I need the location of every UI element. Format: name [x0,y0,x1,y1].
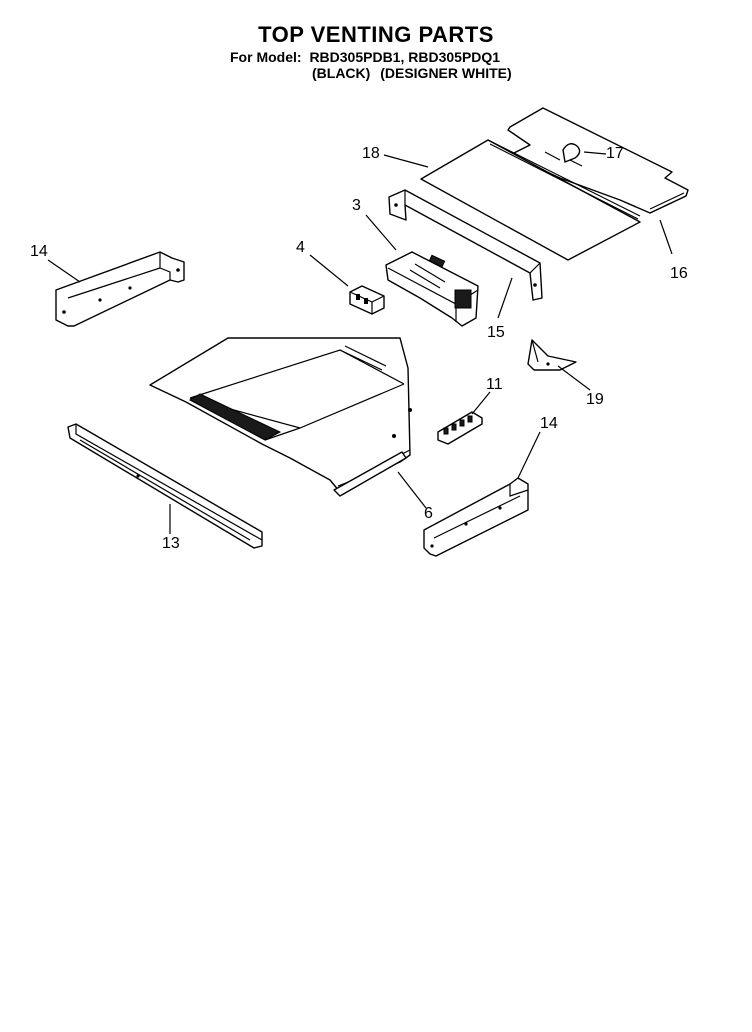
leader-3 [365,214,397,251]
leader-4 [309,254,349,287]
callout-labels: 18 17 3 16 14 4 15 11 19 14 6 13 [30,145,688,552]
finish-black: (BLACK) [312,65,371,81]
part-14-left-bracket [55,251,185,327]
part-14-right-bracket [423,477,529,557]
callout-14-right: 14 [540,415,558,432]
diagram-title: TOP VENTING PARTS [258,22,494,47]
leader-19 [557,365,591,391]
part-18-vent-shield [420,139,641,261]
callout-18: 18 [362,145,380,162]
part-11-terminal-block [437,411,483,445]
model-numbers: RBD305PDB1, RBD305PDQ1 [309,49,501,65]
part-17-clip [544,143,583,167]
callout-3: 3 [352,197,361,214]
part-15-bracket-rail [388,189,543,301]
callout-11: 11 [486,376,503,393]
callout-19: 19 [586,391,604,408]
leader-11 [471,391,491,415]
callout-15: 15 [487,324,505,341]
part-3-damper-assembly [385,251,479,327]
model-line: For Model: RBD305PDB1, RBD305PDQ1 [230,49,504,65]
callout-6: 6 [424,505,433,522]
leader-18 [383,154,429,168]
leader-14-left [47,259,81,283]
finish-line: (BLACK) (DESIGNER WHITE) [312,65,518,81]
leader-14-right [517,431,541,479]
part-6-guide-strip [333,451,407,497]
part-13-front-rail [67,423,263,549]
model-prefix: For Model: [230,49,302,65]
part-19-bracket [527,339,577,371]
callout-16: 16 [670,265,688,282]
callout-13: 13 [162,535,180,552]
leader-16 [659,219,673,255]
callout-14-left: 14 [30,243,48,260]
leader-6 [397,471,427,509]
callout-17: 17 [606,145,624,162]
part-16-top-panel [507,107,689,214]
callout-4: 4 [296,239,305,256]
finish-designer-white: (DESIGNER WHITE) [380,65,512,81]
leader-15 [497,277,513,319]
leader-lines [47,151,673,534]
part-4-block [349,285,385,315]
leader-17 [583,151,607,155]
